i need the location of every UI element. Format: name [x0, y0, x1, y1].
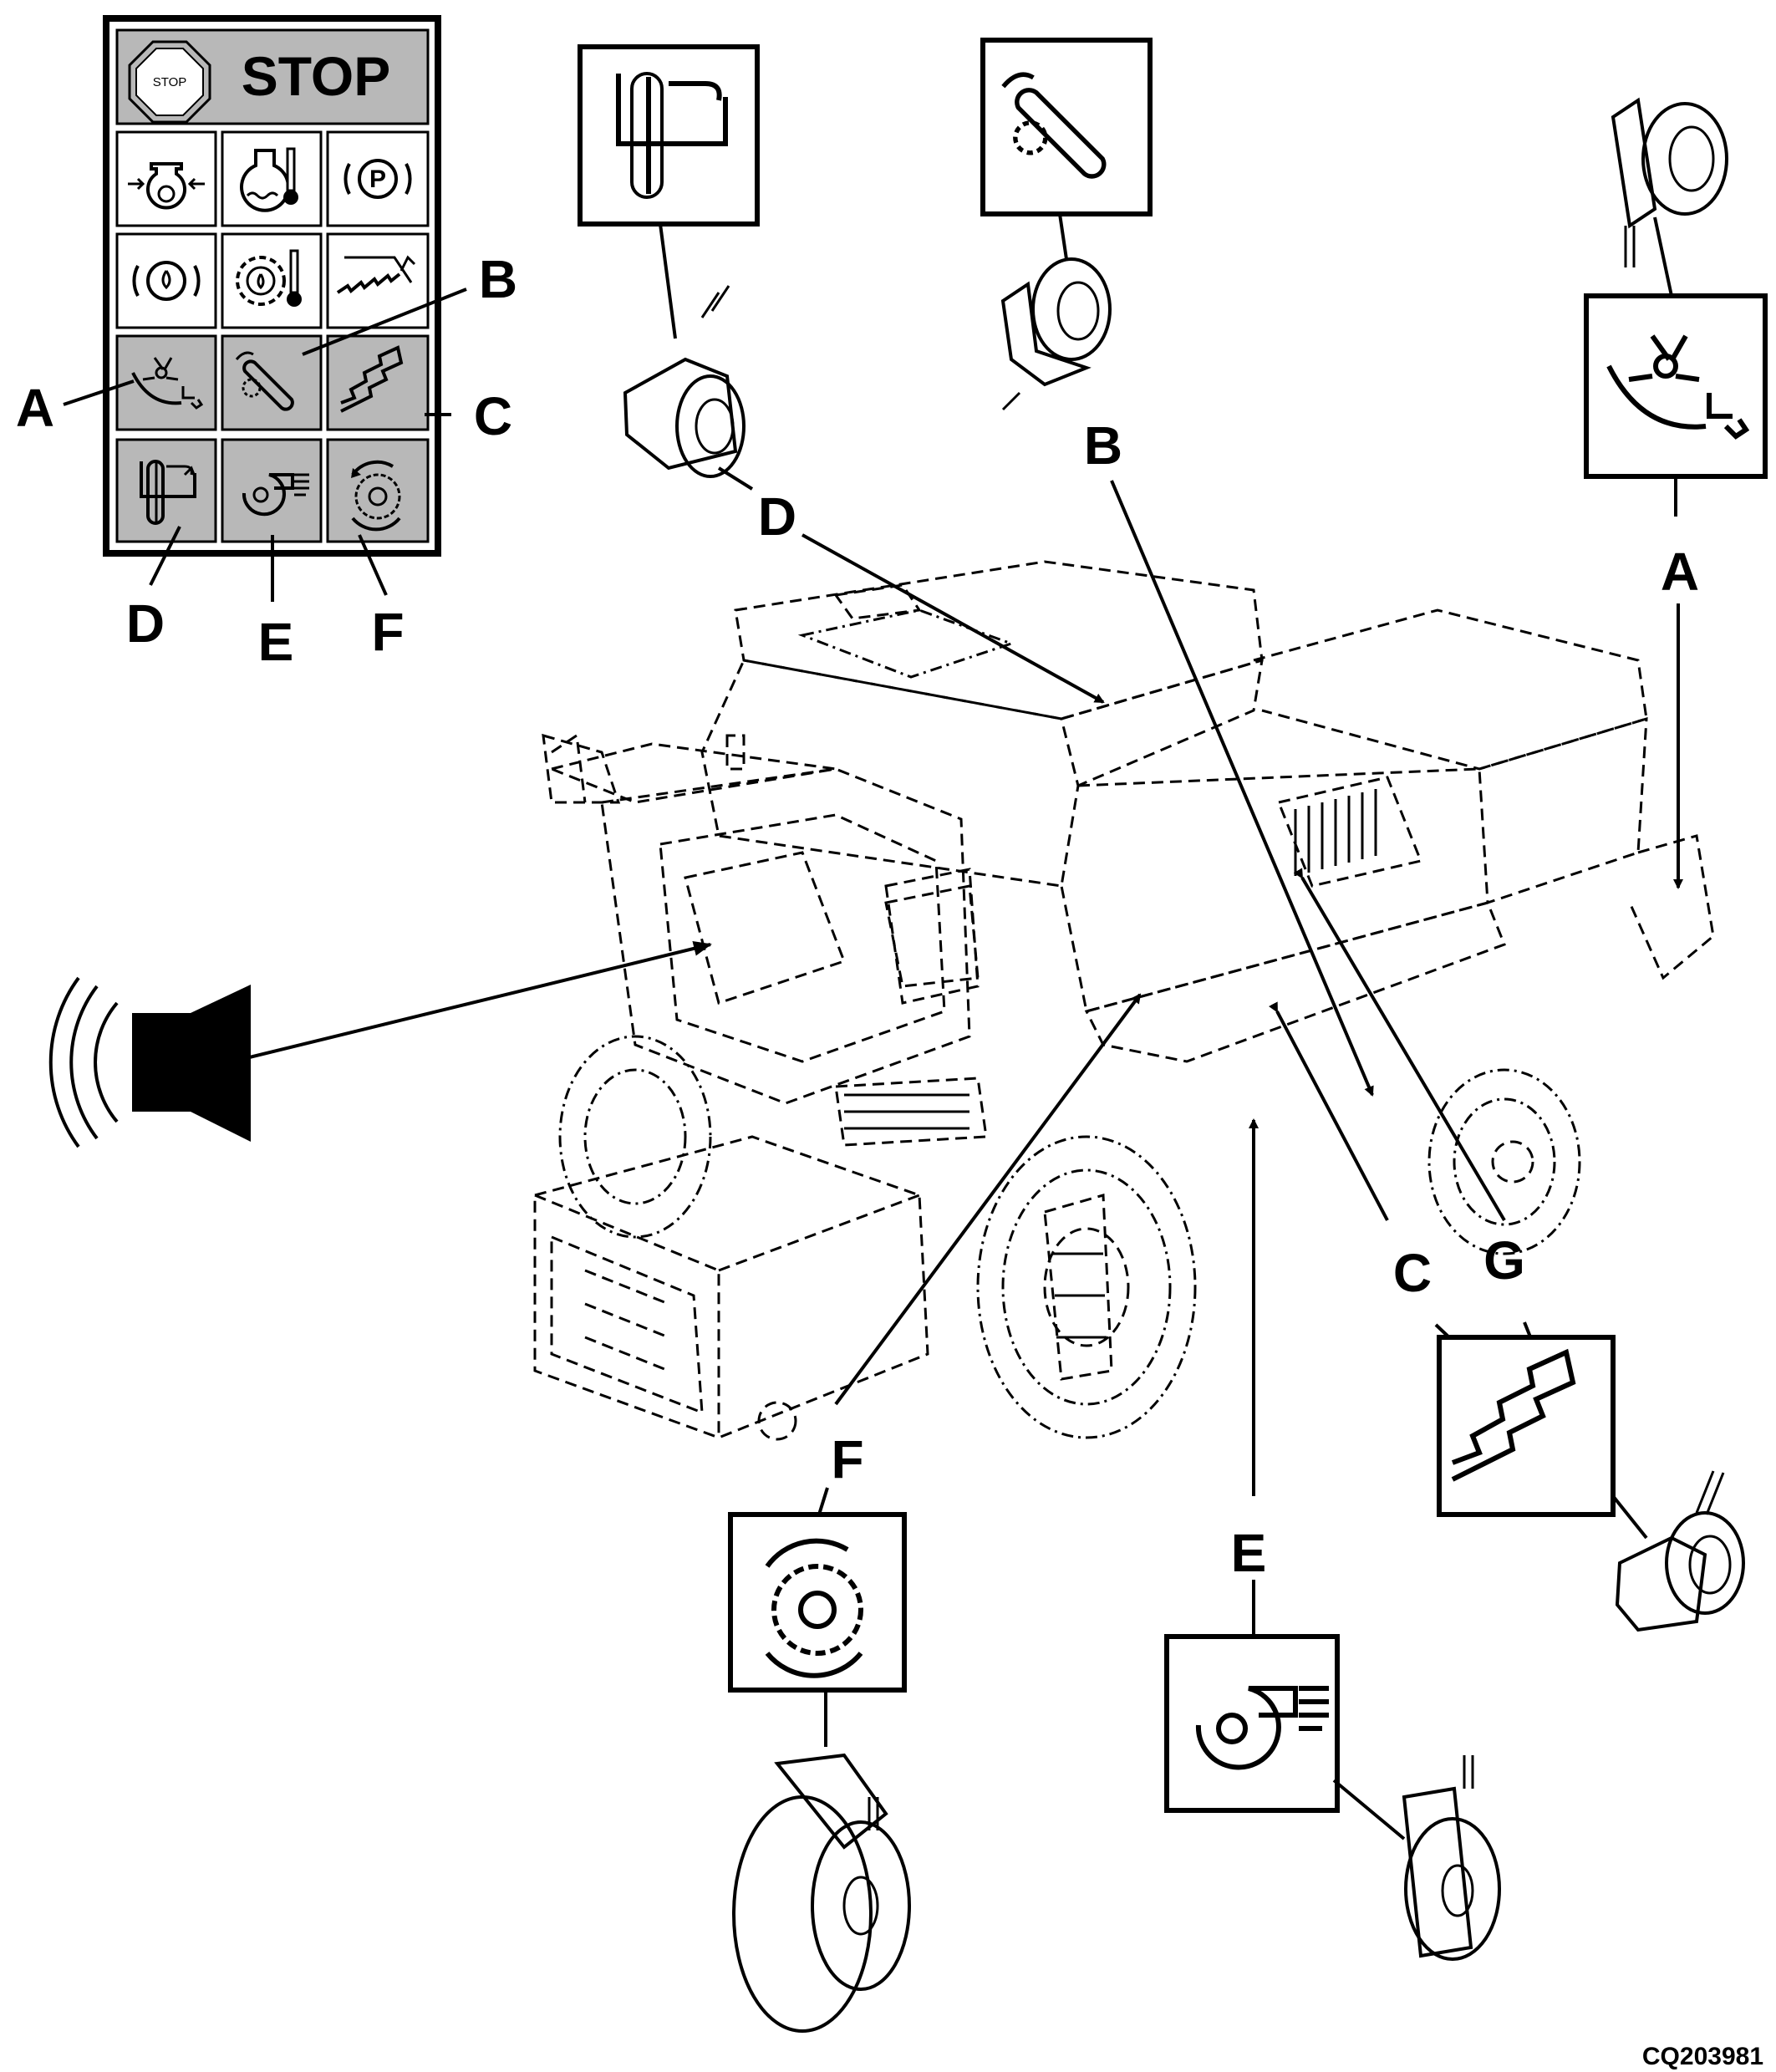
- panel-label-f: F: [371, 602, 404, 662]
- indicator-engine-oil-pressure: [115, 130, 217, 227]
- indicator-cleaning-fan: [221, 438, 323, 543]
- stop-sign-text: STOP: [153, 75, 187, 89]
- figure-code: CQ203981: [1642, 2043, 1763, 2070]
- stop-sign-icon: STOP: [128, 40, 211, 124]
- shaft-speed-callout-icon: [1451, 1348, 1576, 1482]
- cleaning-fan-icon: [242, 473, 309, 517]
- callout-e: E: [1164, 1118, 1501, 1961]
- callout-f: F: [728, 993, 1142, 2033]
- horn-icon: [48, 976, 251, 1148]
- machine-label-c: C: [1393, 1243, 1432, 1303]
- speed-sensor-cg: [1615, 1470, 1745, 1632]
- machine-label-f: F: [831, 1429, 863, 1489]
- callout-a: A: [1584, 97, 1768, 889]
- header-height-icon: [336, 255, 416, 294]
- indicator-grain-elevator: [221, 334, 323, 431]
- speed-sensor-b: [1000, 257, 1112, 411]
- threshing-cylinder-icon: [351, 460, 401, 532]
- grain-elevator-callout-icon: [1001, 72, 1107, 179]
- straw-chopper-icon: [131, 357, 204, 410]
- panel-label-b: B: [479, 249, 517, 309]
- speed-sensor-a: [1611, 97, 1728, 267]
- horn-arrow: [225, 941, 712, 1065]
- tailings-elevator-icon: [140, 460, 196, 525]
- warning-panel: STOP STOP: [16, 15, 517, 672]
- panel-label-e: E: [258, 612, 294, 672]
- indicator-header-height: [326, 232, 430, 329]
- svg-text:P: P: [369, 165, 386, 193]
- combine-outline: [533, 560, 1715, 1441]
- panel-label-a: A: [16, 378, 54, 438]
- indicator-grid: [115, 130, 430, 543]
- hydraulic-oil-temperature-icon: [236, 249, 302, 307]
- machine-label-a: A: [1661, 542, 1699, 602]
- indicator-hydraulic-oil-temperature: [221, 232, 323, 329]
- indicator-threshing-cylinder: [326, 438, 430, 543]
- speed-sensor-d: [623, 285, 746, 478]
- threshing-cylinder-callout-icon: [765, 1538, 863, 1678]
- front-wheel: [976, 1135, 1197, 1439]
- indicator-tailings-elevator: [115, 438, 217, 543]
- callout-b: B: [980, 38, 1374, 1097]
- speed-sensor-e: [1402, 1755, 1501, 1961]
- speed-sensor-f: [732, 1753, 911, 2033]
- tailings-elevator-callout-icon: [616, 72, 728, 199]
- indicator-coolant-temperature: [221, 130, 323, 227]
- machine-label-d: D: [758, 486, 796, 547]
- panel-label-d: D: [126, 593, 165, 654]
- engine-grille: [1276, 776, 1423, 888]
- brake-pressure-icon: [132, 261, 201, 301]
- machine-label-e: E: [1231, 1523, 1267, 1583]
- grain-elevator-icon: [235, 351, 294, 411]
- straw-chopper-callout-icon: [1606, 334, 1750, 440]
- rear-wheel: [1427, 1068, 1581, 1255]
- cleaning-fan-callout-icon: [1195, 1686, 1329, 1770]
- stop-label: STOP: [242, 45, 391, 107]
- parking-brake-icon: P: [343, 159, 412, 199]
- front-wheel-left: [558, 1035, 712, 1239]
- engine-oil-pressure-icon: [128, 162, 205, 210]
- callout-cg: C G: [1269, 868, 1745, 1632]
- panel-label-c: C: [474, 386, 512, 446]
- shaft-speed-icon: [340, 345, 404, 413]
- indicator-brake-pressure: [115, 232, 217, 329]
- callout-d: D: [578, 44, 1105, 704]
- coolant-temperature-icon: [240, 147, 298, 212]
- machine-label-g: G: [1483, 1230, 1525, 1291]
- machine-label-b: B: [1084, 415, 1122, 476]
